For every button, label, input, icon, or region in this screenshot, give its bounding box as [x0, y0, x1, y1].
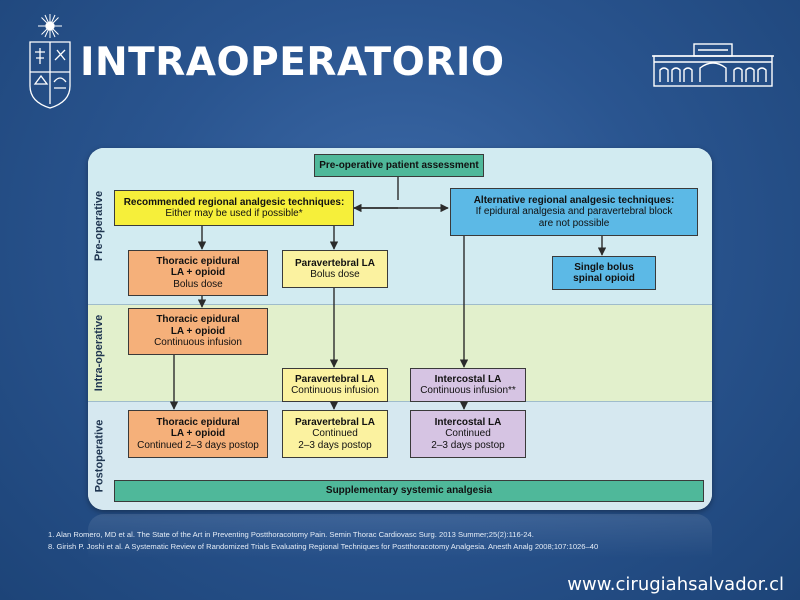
phase-label-postoperative: Postoperative: [93, 419, 105, 492]
node-paravertebral-infusion: Paravertebral LA Continuous infusion: [282, 368, 388, 402]
references: 1. Alan Romero, MD et al. The State of t…: [48, 529, 788, 553]
reference-item: 1. Alan Romero, MD et al. The State of t…: [48, 530, 534, 539]
node-thoracic-epidural-infusion: Thoracic epidural LA + opioid Continuous…: [128, 308, 268, 355]
algorithm-diagram: Pre-operative Intra-operative Postoperat…: [88, 148, 712, 510]
band-divider: [88, 304, 712, 305]
phase-label-intraoperative: Intra-operative: [93, 314, 106, 391]
node-spinal-opioid: Single bolus spinal opioid: [552, 256, 656, 290]
node-preop-assessment: Pre-operative patient assessment: [314, 154, 484, 177]
node-thoracic-epidural-postop: Thoracic epidural LA + opioid Continued …: [128, 410, 268, 458]
hospital-building-logo-icon: [652, 43, 774, 87]
reference-item: 8. Girish P. Joshi et al. A Systematic R…: [48, 542, 599, 551]
band-divider: [88, 401, 712, 402]
node-intercostal-postop: Intercostal LA Continued 2–3 days postop: [410, 410, 526, 458]
node-alternative-techniques: Alternative regional analgesic technique…: [450, 188, 698, 236]
node-supplementary-analgesia: Supplementary systemic analgesia: [114, 480, 704, 502]
university-emblem-icon: [29, 14, 71, 109]
node-thoracic-epidural-bolus: Thoracic epidural LA + opioid Bolus dose: [128, 250, 268, 296]
phase-label-preoperative: Pre-operative: [93, 190, 105, 262]
node-paravertebral-bolus: Paravertebral LA Bolus dose: [282, 250, 388, 288]
website-url: www.cirugiahsalvador.cl: [567, 574, 784, 595]
node-paravertebral-postop: Paravertebral LA Continued 2–3 days post…: [282, 410, 388, 458]
slide-title: INTRAOPERATORIO: [80, 40, 505, 85]
node-intercostal-infusion: Intercostal LA Continuous infusion**: [410, 368, 526, 402]
node-recommended-techniques: Recommended regional analgesic technique…: [114, 190, 354, 226]
panel-reflection: [88, 514, 712, 558]
